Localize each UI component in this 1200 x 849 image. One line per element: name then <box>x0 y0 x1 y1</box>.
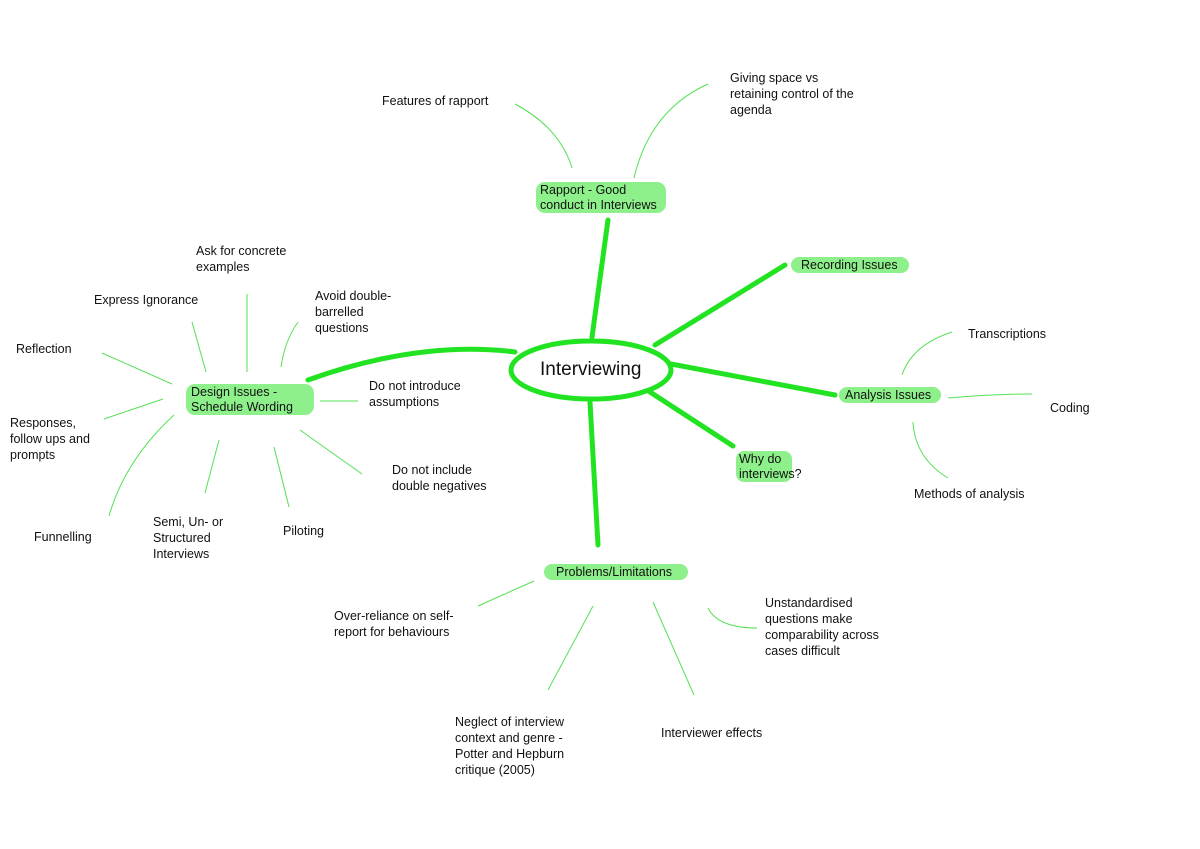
subtopic-express-ignorance[interactable]: Express Ignorance <box>94 293 199 307</box>
topic-rapport[interactable]: Rapport - Good conduct in Interviews <box>540 183 657 212</box>
subtopic-features-of-rapport[interactable]: Features of rapport <box>382 94 489 108</box>
central-topic[interactable]: Interviewing <box>540 359 642 380</box>
subtopic-responses-follow-ups[interactable]: Responses, follow ups and prompts <box>10 416 90 462</box>
twig-over-reliance <box>477 580 535 607</box>
central-topic-outline <box>508 338 674 402</box>
twig-coding <box>947 393 1033 399</box>
subtopic-interviewer-effects[interactable]: Interviewer effects <box>661 726 763 740</box>
twig-transcriptions <box>901 331 953 376</box>
branch-line-rapport <box>589 217 611 340</box>
twig-piloting <box>273 446 290 508</box>
subtopic-reflection[interactable]: Reflection <box>16 342 72 356</box>
twig-methods <box>912 421 949 479</box>
topic-problems-limitations[interactable]: Problems/Limitations <box>556 565 673 579</box>
twig-responses <box>103 398 164 420</box>
subtopic-over-reliance[interactable]: Over-reliance on self- report for behavi… <box>334 609 454 639</box>
subtopic-transcriptions[interactable]: Transcriptions <box>968 327 1047 341</box>
subtopic-methods-of-analysis[interactable]: Methods of analysis <box>914 487 1025 501</box>
topic-pill-why <box>736 451 792 482</box>
branch-line-problems <box>587 399 601 548</box>
branch-line-why <box>647 389 736 449</box>
twig-express-ignorance <box>191 321 207 373</box>
twig-reflection <box>101 352 173 385</box>
subtopic-neglect-of-context[interactable]: Neglect of interview context and genre -… <box>455 715 565 777</box>
branch-line-analysis <box>647 357 838 398</box>
twig-unstandardised <box>707 607 758 629</box>
twig-neglect <box>547 605 594 691</box>
subtopic-do-not-include[interactable]: Do not include double negatives <box>392 463 487 493</box>
subtopic-ask-concrete[interactable]: Ask for concrete examples <box>196 244 287 274</box>
twig-giving-space <box>633 83 709 179</box>
subtopic-funnelling[interactable]: Funnelling <box>34 530 92 544</box>
twig-interviewer-effects <box>652 601 695 696</box>
subtopic-do-not-introduce[interactable]: Do not introduce assumptions <box>369 379 461 409</box>
topic-analysis-issues[interactable]: Analysis Issues <box>845 388 932 402</box>
subtopic-unstandardised[interactable]: Unstandardised questions make comparabil… <box>765 596 879 658</box>
twig-semi-structured <box>204 439 220 494</box>
topic-pill-problems <box>544 564 688 580</box>
twig-features-of-rapport <box>514 103 573 169</box>
twig-avoid-double-barrelled <box>280 321 299 368</box>
topic-pill-design <box>186 384 314 415</box>
topic-why-do-interviews[interactable]: Why do interviews? <box>739 452 802 481</box>
twig-funnelling <box>108 414 175 517</box>
subtopic-coding[interactable]: Coding <box>1050 401 1090 415</box>
subtopic-piloting[interactable]: Piloting <box>283 524 324 538</box>
topic-pill-recording <box>791 257 909 273</box>
topic-design-issues[interactable]: Design Issues - Schedule Wording <box>191 385 293 414</box>
twig-do-not-include <box>299 429 363 475</box>
branch-line-design <box>305 346 518 383</box>
branch-line-recording <box>652 262 788 348</box>
subtopic-semi-structured[interactable]: Semi, Un- or Structured Interviews <box>153 515 224 561</box>
topic-pill-analysis <box>839 387 941 403</box>
subtopic-giving-space[interactable]: Giving space vs retaining control of the… <box>730 71 854 117</box>
topic-recording-issues[interactable]: Recording Issues <box>801 258 898 272</box>
topic-pill-rapport <box>536 182 666 213</box>
subtopic-avoid-double-barrelled[interactable]: Avoid double- barrelled questions <box>315 289 392 335</box>
